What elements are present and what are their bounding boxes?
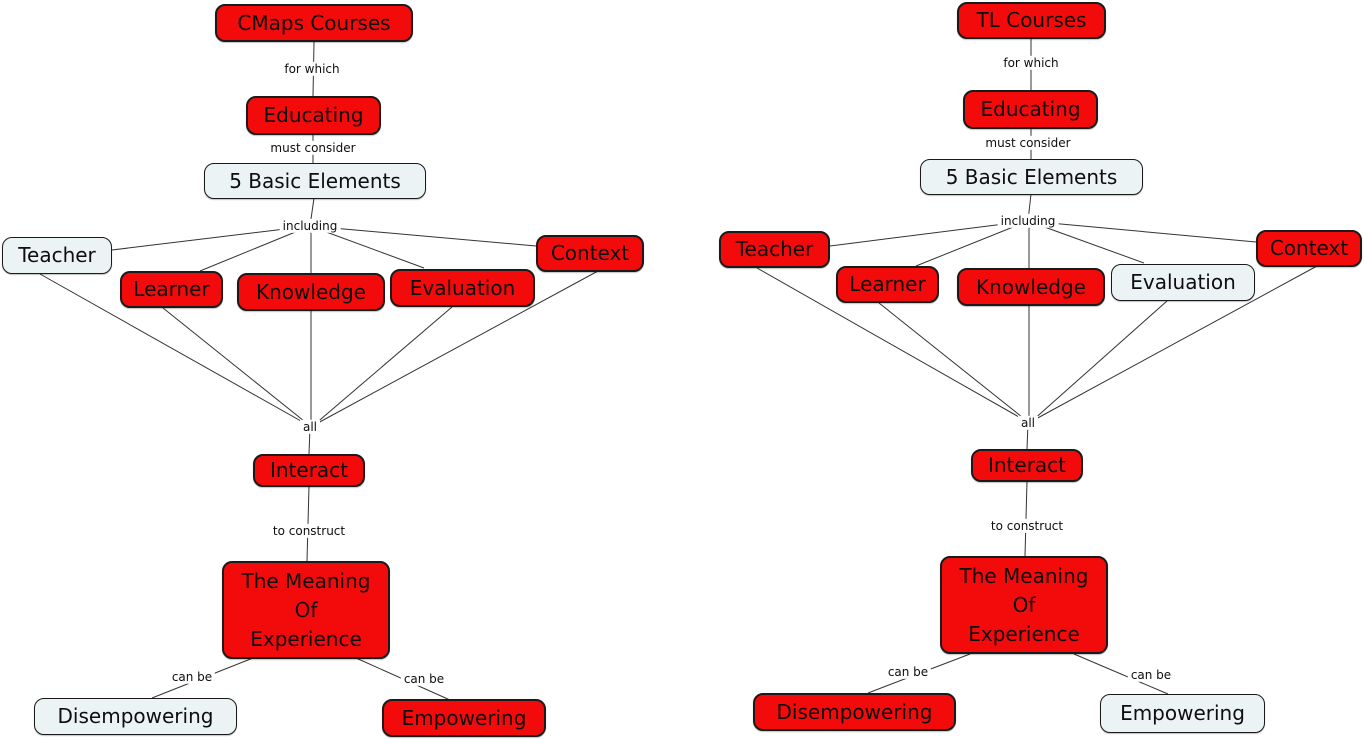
concept-node-disempowering[interactable]: Disempowering xyxy=(34,698,237,735)
link-label-to-construct[interactable]: to construct xyxy=(987,518,1067,534)
concept-node-empowering[interactable]: Empowering xyxy=(382,699,546,737)
link-label-including[interactable]: including xyxy=(997,213,1059,229)
concept-node-educating[interactable]: Educating xyxy=(963,90,1098,129)
concept-node-context[interactable]: Context xyxy=(1256,230,1362,267)
link-label-for-which[interactable]: for which xyxy=(1000,55,1062,71)
concept-node-context[interactable]: Context xyxy=(536,235,644,272)
concept-node-learner[interactable]: Learner xyxy=(836,266,939,303)
concept-node-interact[interactable]: Interact xyxy=(971,449,1083,482)
concept-node-disempowering[interactable]: Disempowering xyxy=(753,693,956,731)
concept-node-educating[interactable]: Educating xyxy=(246,96,381,135)
concept-node-meaning-of-experience[interactable]: The Meaning Of Experience xyxy=(222,561,390,659)
concept-node-basic-elements[interactable]: 5 Basic Elements xyxy=(920,159,1143,195)
link-label-can-be-right[interactable]: can be xyxy=(1127,667,1175,683)
concept-node-basic-elements[interactable]: 5 Basic Elements xyxy=(204,163,426,199)
link-label-all[interactable]: all xyxy=(299,419,321,435)
link-label-must-consider[interactable]: must consider xyxy=(982,135,1074,151)
link-label-to-construct[interactable]: to construct xyxy=(269,523,349,539)
link-label-can-be-right[interactable]: can be xyxy=(400,671,448,687)
concept-node-knowledge[interactable]: Knowledge xyxy=(237,273,385,311)
link-label-for-which[interactable]: for which xyxy=(281,61,343,77)
link-label-must-consider[interactable]: must consider xyxy=(267,140,359,156)
concept-node-teacher[interactable]: Teacher xyxy=(2,237,112,274)
concept-node-tl-courses[interactable]: TL Courses xyxy=(957,2,1106,39)
concept-node-empowering[interactable]: Empowering xyxy=(1100,694,1265,733)
concept-node-learner[interactable]: Learner xyxy=(120,271,223,308)
link-label-including[interactable]: including xyxy=(279,218,341,234)
link-label-all[interactable]: all xyxy=(1017,415,1039,431)
concept-node-meaning-of-experience[interactable]: The Meaning Of Experience xyxy=(940,556,1108,654)
concept-node-evaluation[interactable]: Evaluation xyxy=(1111,264,1255,301)
link-label-can-be-left[interactable]: can be xyxy=(168,669,216,685)
concept-node-cmaps-courses[interactable]: CMaps Courses xyxy=(215,4,413,42)
concept-node-interact[interactable]: Interact xyxy=(253,454,365,487)
concept-node-teacher[interactable]: Teacher xyxy=(719,231,830,268)
link-label-can-be-left[interactable]: can be xyxy=(884,664,932,680)
concept-node-knowledge[interactable]: Knowledge xyxy=(957,268,1105,306)
concept-node-evaluation[interactable]: Evaluation xyxy=(390,269,535,307)
